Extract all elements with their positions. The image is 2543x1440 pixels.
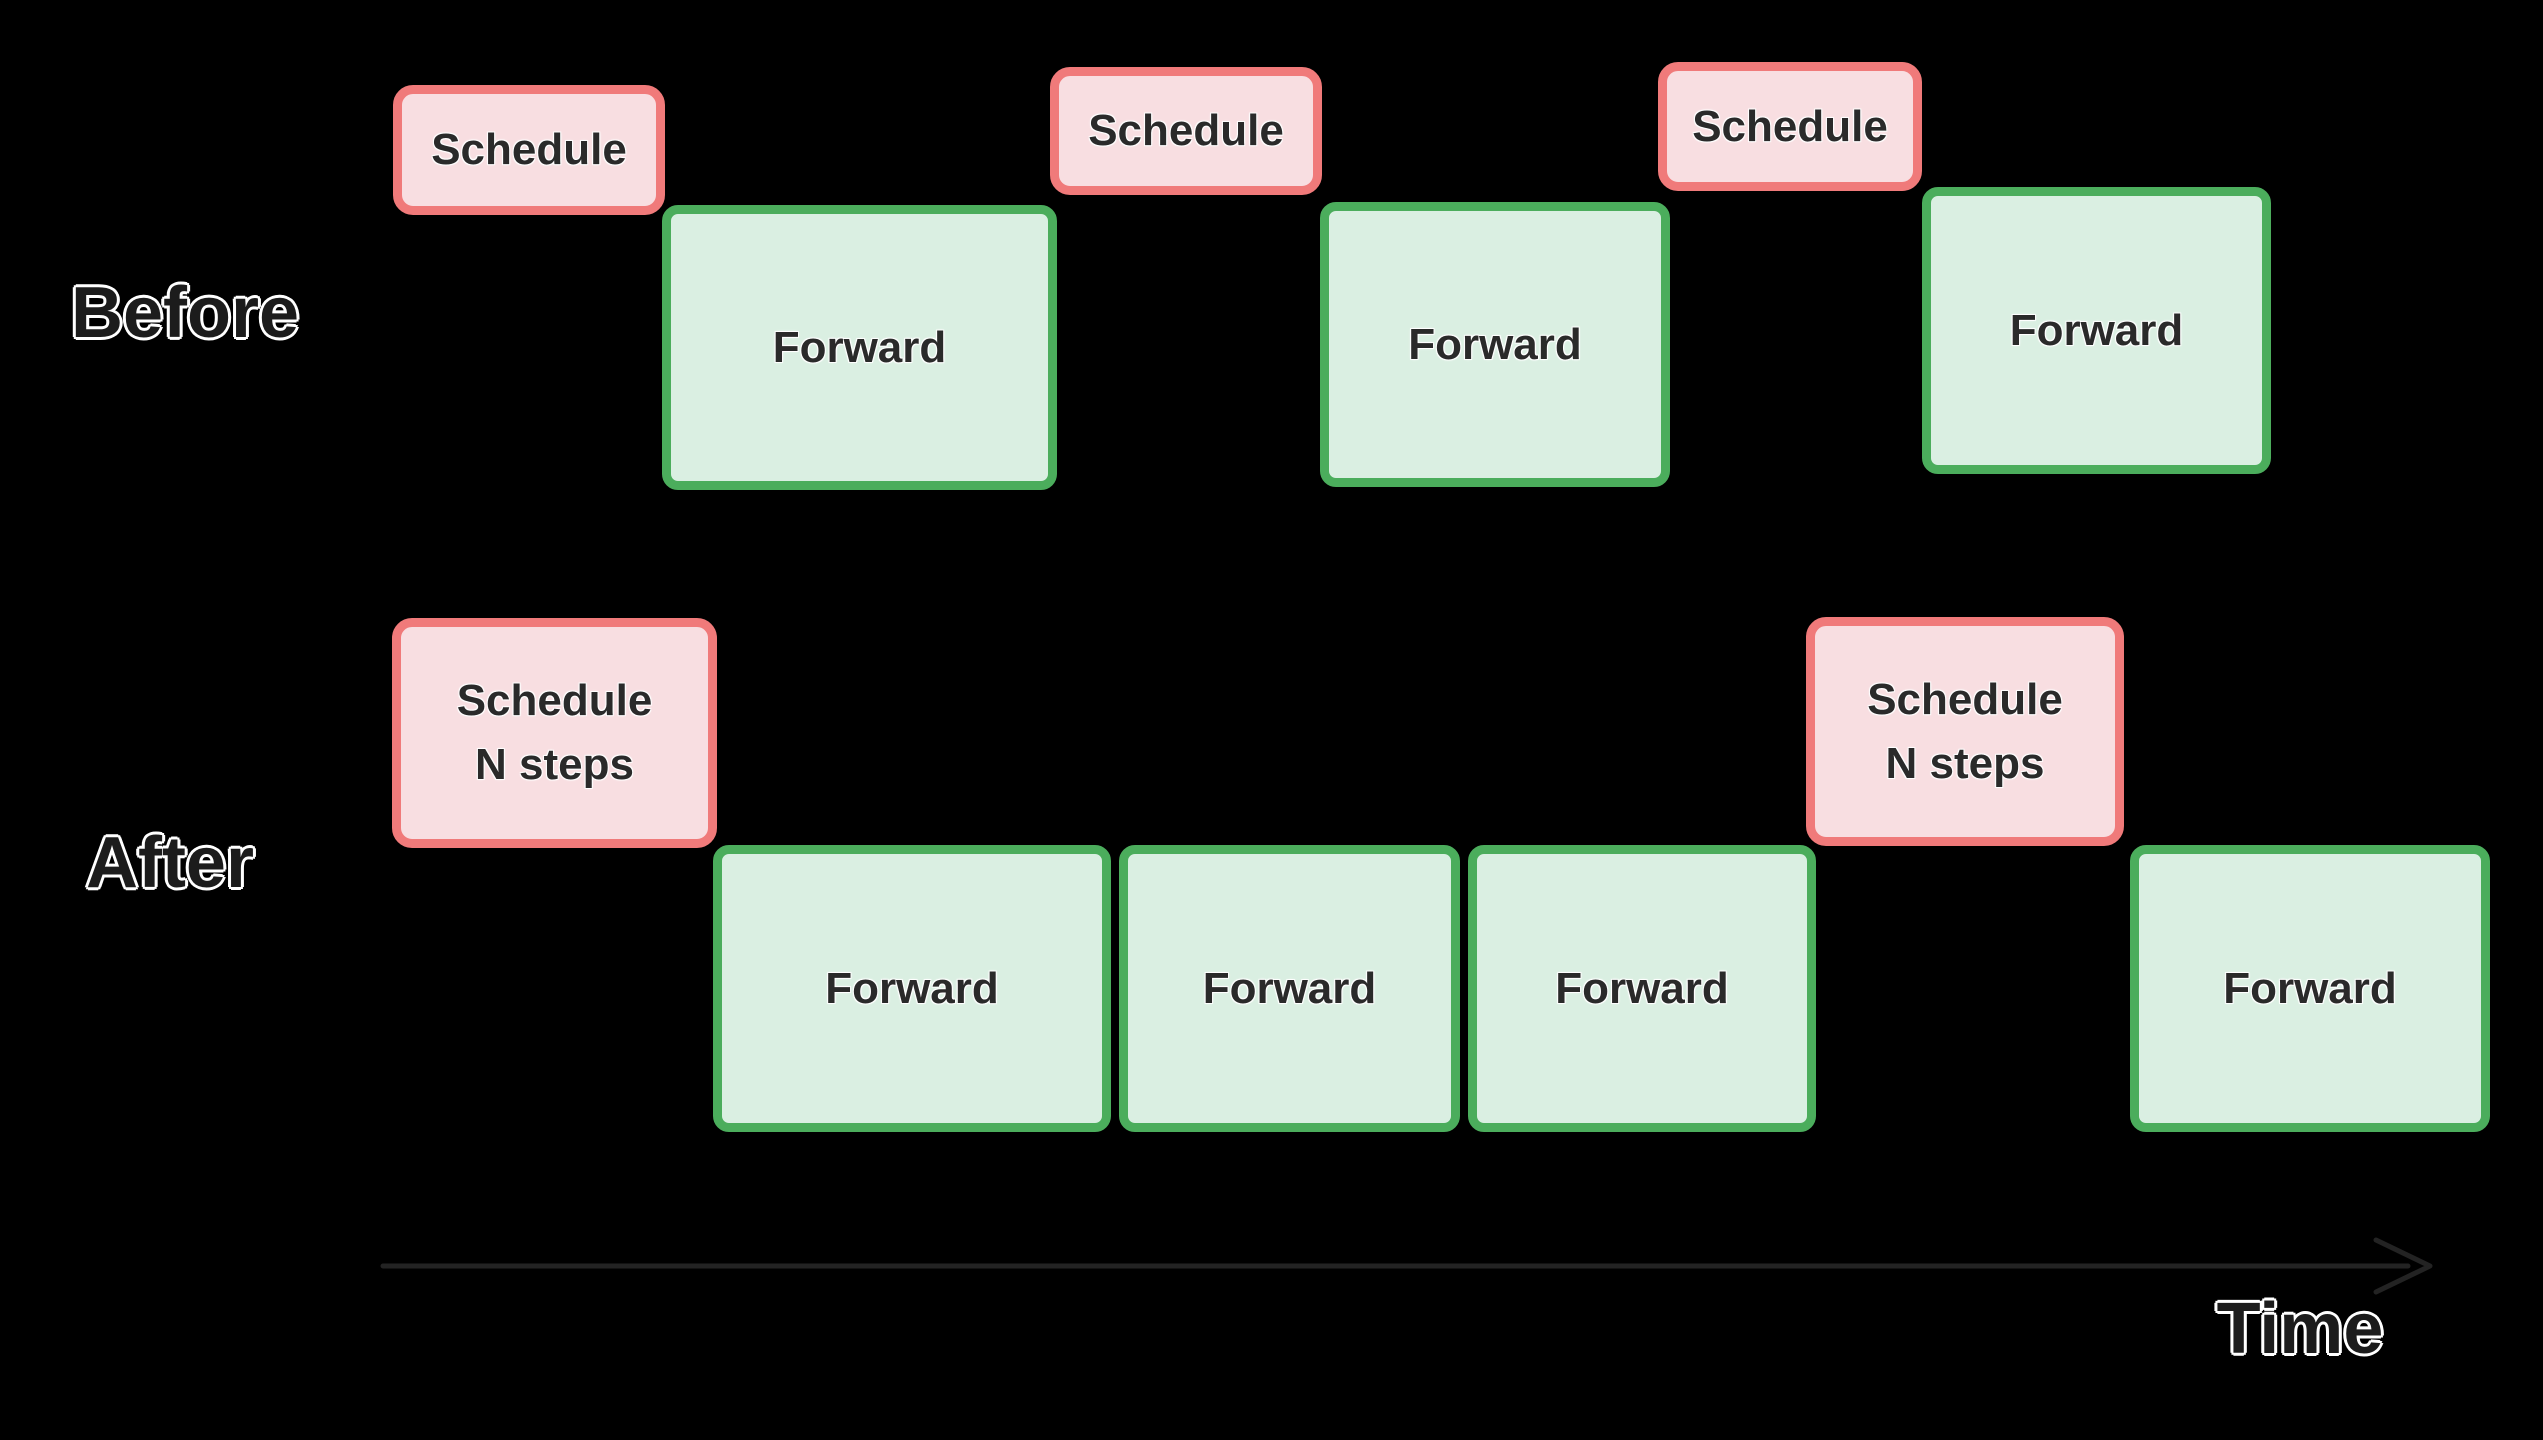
forward-block-label: Forward: [2009, 305, 2184, 355]
after-schedule-n-steps-block-1: Schedule N steps: [392, 618, 717, 848]
after-schedule-n-steps-block-2: Schedule N steps: [1806, 617, 2124, 846]
before-schedule-block-2: Schedule: [1050, 67, 1322, 195]
forward-block-label: Forward: [1408, 319, 1582, 369]
after-forward-block-3: Forward: [1468, 845, 1816, 1132]
forward-block-label: Forward: [1555, 963, 1729, 1013]
time-axis-label: Time: [2216, 1289, 2384, 1369]
forward-block-label: Forward: [825, 963, 999, 1013]
forward-block-label: Forward: [1202, 963, 1377, 1013]
schedule-block-label: Schedule: [1692, 101, 1888, 151]
before-row-label: Before: [70, 273, 300, 353]
schedule-block-label: Schedule: [431, 125, 627, 175]
schedule-block-label-line1: Schedule: [1867, 674, 2063, 724]
after-forward-block-1: Forward: [713, 845, 1111, 1132]
forward-block-label: Forward: [772, 322, 947, 372]
forward-block-label: Forward: [2223, 963, 2397, 1013]
after-forward-block-4: Forward: [2130, 845, 2490, 1132]
before-forward-block-2: Forward: [1320, 202, 1670, 487]
schedule-block-label-line2: N steps: [475, 740, 634, 789]
after-row-label: After: [85, 823, 254, 903]
before-schedule-block-3: Schedule: [1658, 62, 1922, 191]
before-schedule-block-1: Schedule: [393, 85, 665, 215]
before-forward-block-3: Forward: [1922, 187, 2271, 474]
schedule-block-label-line2: N steps: [1885, 738, 2045, 788]
after-forward-block-2: Forward: [1119, 845, 1460, 1132]
schedule-block-label: Schedule: [1088, 106, 1284, 156]
schedule-block-label-line1: Schedule: [456, 676, 653, 726]
before-forward-block-1: Forward: [662, 205, 1057, 490]
